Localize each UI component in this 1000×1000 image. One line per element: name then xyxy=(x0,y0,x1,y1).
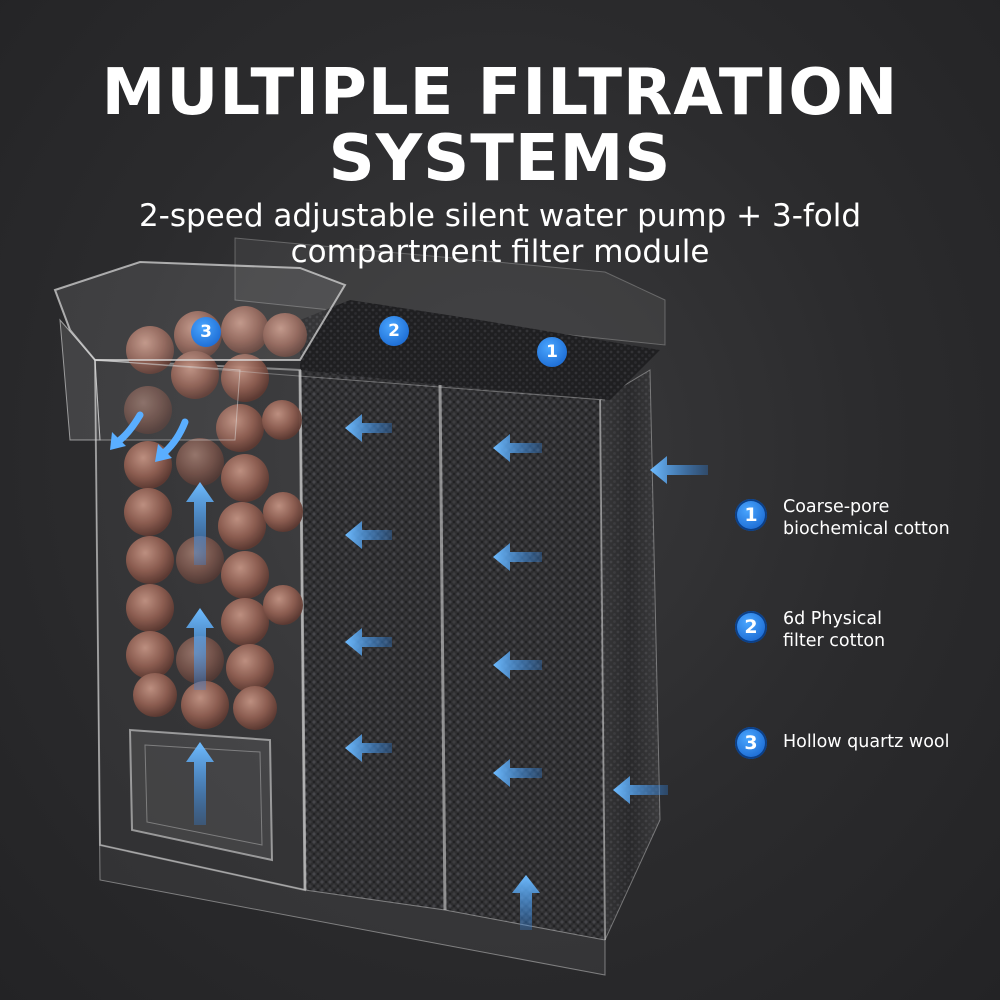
overflow-tray xyxy=(53,260,347,361)
compartment-badge-2: 2 xyxy=(379,316,409,346)
compartment-badge-3: 3 xyxy=(191,317,221,347)
page-subtitle: 2-speed adjustable silent water pump + 3… xyxy=(0,198,1000,270)
title-line-1: MULTIPLE FILTRATION xyxy=(101,56,899,130)
title-line-2: SYSTEMS xyxy=(328,122,672,196)
legend-item-3: 3 Hollow quartz wool xyxy=(735,724,993,759)
ceramic-ring-media xyxy=(124,306,307,730)
legend-number-badge: 1 xyxy=(735,499,767,531)
legend-label: Hollow quartz wool xyxy=(783,732,950,752)
page-title: MULTIPLE FILTRATION SYSTEMS xyxy=(0,60,1000,192)
legend-number-badge: 2 xyxy=(735,611,767,643)
legend-item-1: 1 Coarse-pore biochemical cotton xyxy=(735,496,993,540)
water-flow-arrows xyxy=(345,414,708,804)
legend-number-badge: 3 xyxy=(735,727,767,759)
legend-label: 6d Physical filter cotton xyxy=(783,609,886,651)
subtitle-line-1: 2-speed adjustable silent water pump + 3… xyxy=(138,198,862,234)
legend-label: Coarse-pore biochemical cotton xyxy=(783,497,950,539)
legend-item-2: 2 6d Physical filter cotton xyxy=(735,608,993,652)
subtitle-line-2: compartment filter module xyxy=(290,234,710,270)
compartment-badge-1: 1 xyxy=(537,337,567,367)
